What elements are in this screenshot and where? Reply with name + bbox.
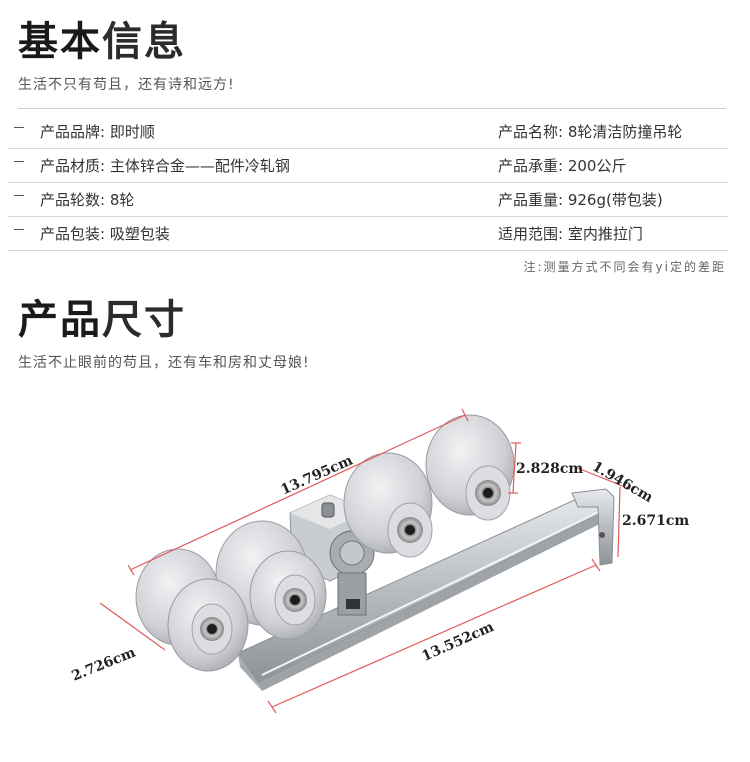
row-dash xyxy=(14,229,24,230)
dimensions-title: 产品尺寸 xyxy=(18,300,186,340)
spec-row: 产品材质: 主体锌合金——配件冷轧钢 产品承重: 200公斤 xyxy=(8,148,728,183)
spec-row: 产品轮数: 8轮 产品重量: 926g(带包装) xyxy=(8,182,728,217)
spec-left-label: 产品品牌: xyxy=(40,123,106,141)
spec-left-value: 8轮 xyxy=(109,191,135,209)
spec-right-value: 室内推拉门 xyxy=(567,225,643,243)
basic-info-subtitle: 生活不只有苟且，还有诗和远方! xyxy=(18,77,235,93)
basic-info-title: 基本信息 xyxy=(18,22,186,62)
spec-right: 产品重量: 926g(带包装) xyxy=(498,189,663,210)
spec-right-value: 926g(带包装) xyxy=(567,191,663,209)
dimensions-subtitle: 生活不止眼前的苟且，还有车和房和丈母娘! xyxy=(18,355,310,371)
wheel xyxy=(135,548,249,672)
product-figure: 13.795cm 2.828cm 1.946cm 2.671cm 2.726cm… xyxy=(70,408,689,714)
dim-length-top: 13.795cm xyxy=(278,452,355,498)
dimension-lines xyxy=(99,408,631,714)
rail-track xyxy=(237,492,614,691)
spec-right: 产品承重: 200公斤 xyxy=(498,155,626,176)
spec-left: 产品轮数: 8轮 xyxy=(40,189,134,210)
spec-right: 产品名称: 8轮清洁防撞吊轮 xyxy=(498,121,682,142)
spec-left: 产品材质: 主体锌合金——配件冷轧钢 xyxy=(40,155,290,176)
dim-wheel-height: 2.828cm xyxy=(516,461,583,477)
spec-right-label: 产品名称: xyxy=(498,123,564,141)
spec-right: 适用范围: 室内推拉门 xyxy=(498,223,643,244)
row-dash xyxy=(14,127,24,128)
spec-right-label: 适用范围: xyxy=(498,225,564,243)
spec-left-value: 吸塑包装 xyxy=(109,225,170,243)
basic-info-title-dark: 基本 xyxy=(18,19,102,65)
spec-right-label: 产品重量: xyxy=(498,191,564,209)
measurement-note: 注:测量方式不同会有yi定的差距 xyxy=(523,260,726,274)
basic-info-title-light: 信息 xyxy=(102,19,186,65)
dim-bracket-height: 2.671cm xyxy=(622,513,689,529)
spec-left-label: 产品材质: xyxy=(40,157,106,175)
wheel xyxy=(343,452,433,558)
spec-right-value: 200公斤 xyxy=(567,157,627,175)
dim-wheel-width: 2.726cm xyxy=(70,645,138,685)
spec-right-value: 8轮清洁防撞吊轮 xyxy=(567,123,683,141)
spec-row: 产品品牌: 即时顺 产品名称: 8轮清洁防撞吊轮 xyxy=(8,114,728,149)
spec-left: 产品包装: 吸塑包装 xyxy=(40,223,170,244)
spec-left-label: 产品轮数: xyxy=(40,191,106,209)
row-dash xyxy=(14,161,24,162)
dimensions-title-dark: 产品 xyxy=(18,297,102,343)
spec-right-label: 产品承重: xyxy=(498,157,564,175)
wheel xyxy=(425,414,515,521)
row-dash xyxy=(14,195,24,196)
spec-row: 产品包装: 吸塑包装 适用范围: 室内推拉门 xyxy=(8,216,728,251)
dimensions-title-light: 尺寸 xyxy=(102,297,186,343)
spec-left-label: 产品包装: xyxy=(40,225,106,243)
spec-left-value: 主体锌合金——配件冷轧钢 xyxy=(109,157,290,175)
spec-left: 产品品牌: 即时顺 xyxy=(40,121,155,142)
basic-info-divider xyxy=(18,108,726,109)
spec-left-value: 即时顺 xyxy=(109,123,155,141)
end-bracket xyxy=(571,488,615,566)
